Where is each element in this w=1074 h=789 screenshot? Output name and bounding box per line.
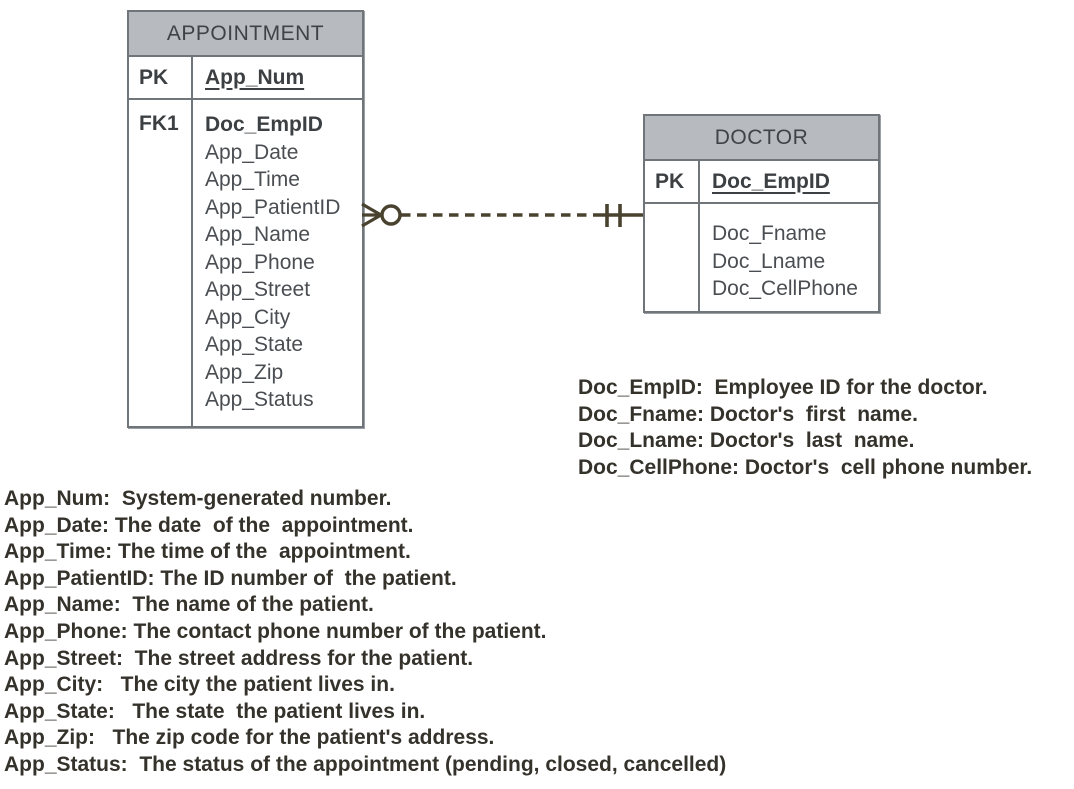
appointment-field: App_Street — [205, 278, 311, 301]
crows-foot-many-icon — [361, 202, 382, 228]
appointment-note: App_Time: The time of the appointment. — [4, 540, 411, 564]
appointment-field: App_City — [205, 305, 291, 329]
doctor-table-header: DOCTOR — [645, 116, 878, 161]
one-and-only-one-bars-icon — [605, 204, 622, 227]
doctor-note: Doc_Fname: Doctor's first name. — [578, 402, 918, 426]
appointment-body: FK1 Doc_EmpID App_Date App_Time App_Pati… — [129, 100, 362, 426]
appointment-fk-field: Doc_EmpID — [205, 113, 323, 136]
doctor-pk-row: PK Doc_EmpID — [645, 161, 878, 204]
appointment-title: APPOINTMENT — [166, 21, 325, 45]
doctor-note: Doc_Lname: Doctor's last name. — [578, 429, 915, 453]
doctor-title: DOCTOR — [714, 125, 809, 149]
doctor-pk-field: Doc_EmpID — [700, 161, 830, 202]
optional-zero-circle-icon — [380, 204, 402, 226]
appointment-fk-label: FK1 — [129, 100, 193, 426]
appointment-note: App_Name: The name of the patient. — [4, 593, 374, 617]
doctor-field: Doc_Fname — [712, 222, 827, 245]
appointment-note: App_Status: The status of the appointmen… — [4, 752, 727, 776]
doctor-entity-table: DOCTOR PK Doc_EmpID Doc_Fname Doc_Lname … — [643, 114, 880, 313]
doctor-field: Doc_Lname — [712, 249, 826, 273]
appointment-entity-table: APPOINTMENT PK App_Num FK1 Doc_EmpID App… — [127, 10, 364, 428]
doctor-pk-field-name: Doc_EmpID — [712, 169, 830, 193]
doctor-body-key-cell — [645, 204, 700, 311]
appointment-pk-label: PK — [129, 57, 193, 98]
appointment-field: App_State — [205, 333, 304, 356]
doctor-note: Doc_EmpID: Employee ID for the doctor. — [578, 376, 988, 399]
appointment-field: App_PatientID — [205, 195, 341, 219]
appointment-field: App_Zip — [205, 360, 284, 384]
appointment-pk-field: App_Num — [193, 57, 304, 98]
doctor-body: Doc_Fname Doc_Lname Doc_CellPhone — [645, 204, 878, 311]
appointment-note: App_State: The state the patient lives i… — [4, 699, 426, 723]
doctor-notes-block: Doc_EmpID: Employee ID for the doctor. D… — [578, 375, 1032, 481]
doctor-field-list: Doc_Fname Doc_Lname Doc_CellPhone — [700, 204, 858, 311]
doctor-note: Doc_CellPhone: Doctor's cell phone numbe… — [578, 455, 1033, 479]
appointment-field: App_Phone — [205, 250, 315, 274]
appointment-table-header: APPOINTMENT — [129, 12, 362, 57]
appointment-pk-field-name: App_Num — [205, 65, 305, 89]
appointment-note: App_PatientID: The ID number of the pati… — [4, 566, 457, 590]
appointment-field-list: Doc_EmpID App_Date App_Time App_PatientI… — [193, 100, 340, 426]
appointment-field: App_Date — [205, 140, 299, 164]
doctor-field: Doc_CellPhone — [712, 277, 858, 300]
appointment-note: App_Phone: The contact phone number of t… — [4, 619, 547, 643]
appointment-note: App_Num: System-generated number. — [4, 487, 392, 510]
appointment-note: App_Date: The date of the appointment. — [4, 513, 414, 537]
appointment-field: App_Status — [205, 388, 314, 411]
appointment-note: App_City: The city the patient lives in. — [4, 673, 395, 697]
appointment-field: App_Time — [205, 168, 300, 191]
appointment-notes-block: App_Num: System-generated number. App_Da… — [4, 486, 726, 779]
doctor-pk-label: PK — [645, 161, 700, 202]
appointment-note: App_Street: The street address for the p… — [4, 646, 474, 670]
appointment-pk-row: PK App_Num — [129, 57, 362, 100]
appointment-field: App_Name — [205, 223, 311, 246]
appointment-note: App_Zip: The zip code for the patient's … — [4, 726, 495, 750]
